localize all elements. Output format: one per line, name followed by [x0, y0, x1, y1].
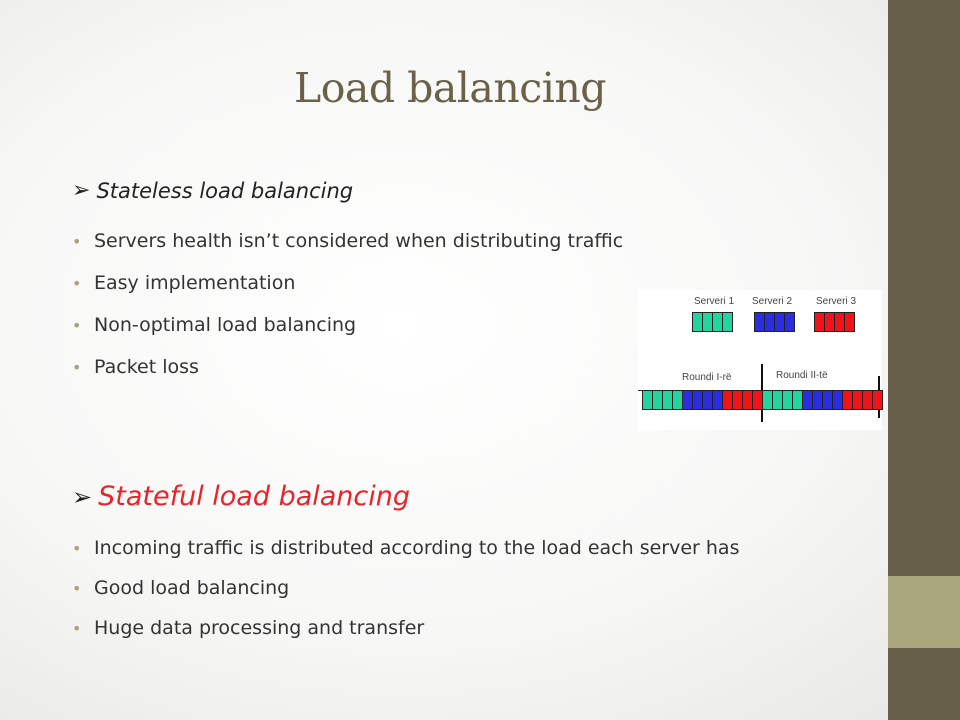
list-item: Packet loss	[72, 355, 623, 380]
round-1-label: Roundi I-rë	[682, 372, 732, 383]
server-3-queue	[814, 312, 855, 332]
arrow-bullet-icon: ➢	[72, 178, 91, 203]
slide-title: Load balancing	[293, 64, 607, 112]
list-item: Incoming traffic is distributed accordin…	[72, 536, 837, 561]
server-2-label: Serveri 2	[752, 296, 793, 307]
arrow-bullet-icon: ➢	[72, 482, 93, 511]
stateful-heading-text: Stateful load balancing	[98, 481, 411, 512]
queue-cell	[722, 312, 733, 332]
server-3-label: Serveri 3	[816, 296, 857, 307]
list-item: Non-optimal load balancing	[72, 313, 623, 338]
round-2-label: Roundi II-të	[776, 370, 828, 381]
server-1-queue	[692, 312, 733, 332]
round-robin-diagram: Serveri 1 Serveri 2 Serveri 3 Roundi I-r…	[638, 290, 883, 430]
round-2-sequence	[762, 390, 883, 410]
stateless-heading-text: Stateless load balancing	[96, 178, 354, 203]
stateless-heading: ➢ Stateless load balancing	[72, 178, 353, 203]
stateful-heading: ➢ Stateful load balancing	[72, 481, 410, 512]
stateless-bullet-list: Servers health isn’t considered when dis…	[72, 229, 623, 397]
list-item: Easy implementation	[72, 271, 623, 296]
queue-cell	[844, 312, 855, 332]
queue-cell	[784, 312, 795, 332]
list-item: Good load balancing	[72, 576, 837, 601]
stateful-bullet-list: Incoming traffic is distributed accordin…	[72, 536, 837, 656]
list-item: Huge data processing and transfer	[72, 616, 837, 641]
sequence-cell	[872, 390, 883, 410]
sidebar-accent-block	[888, 576, 960, 648]
server-2-queue	[754, 312, 795, 332]
list-item: Servers health isn’t considered when dis…	[72, 229, 623, 254]
round-1-sequence	[642, 390, 763, 410]
server-1-label: Serveri 1	[694, 296, 735, 307]
